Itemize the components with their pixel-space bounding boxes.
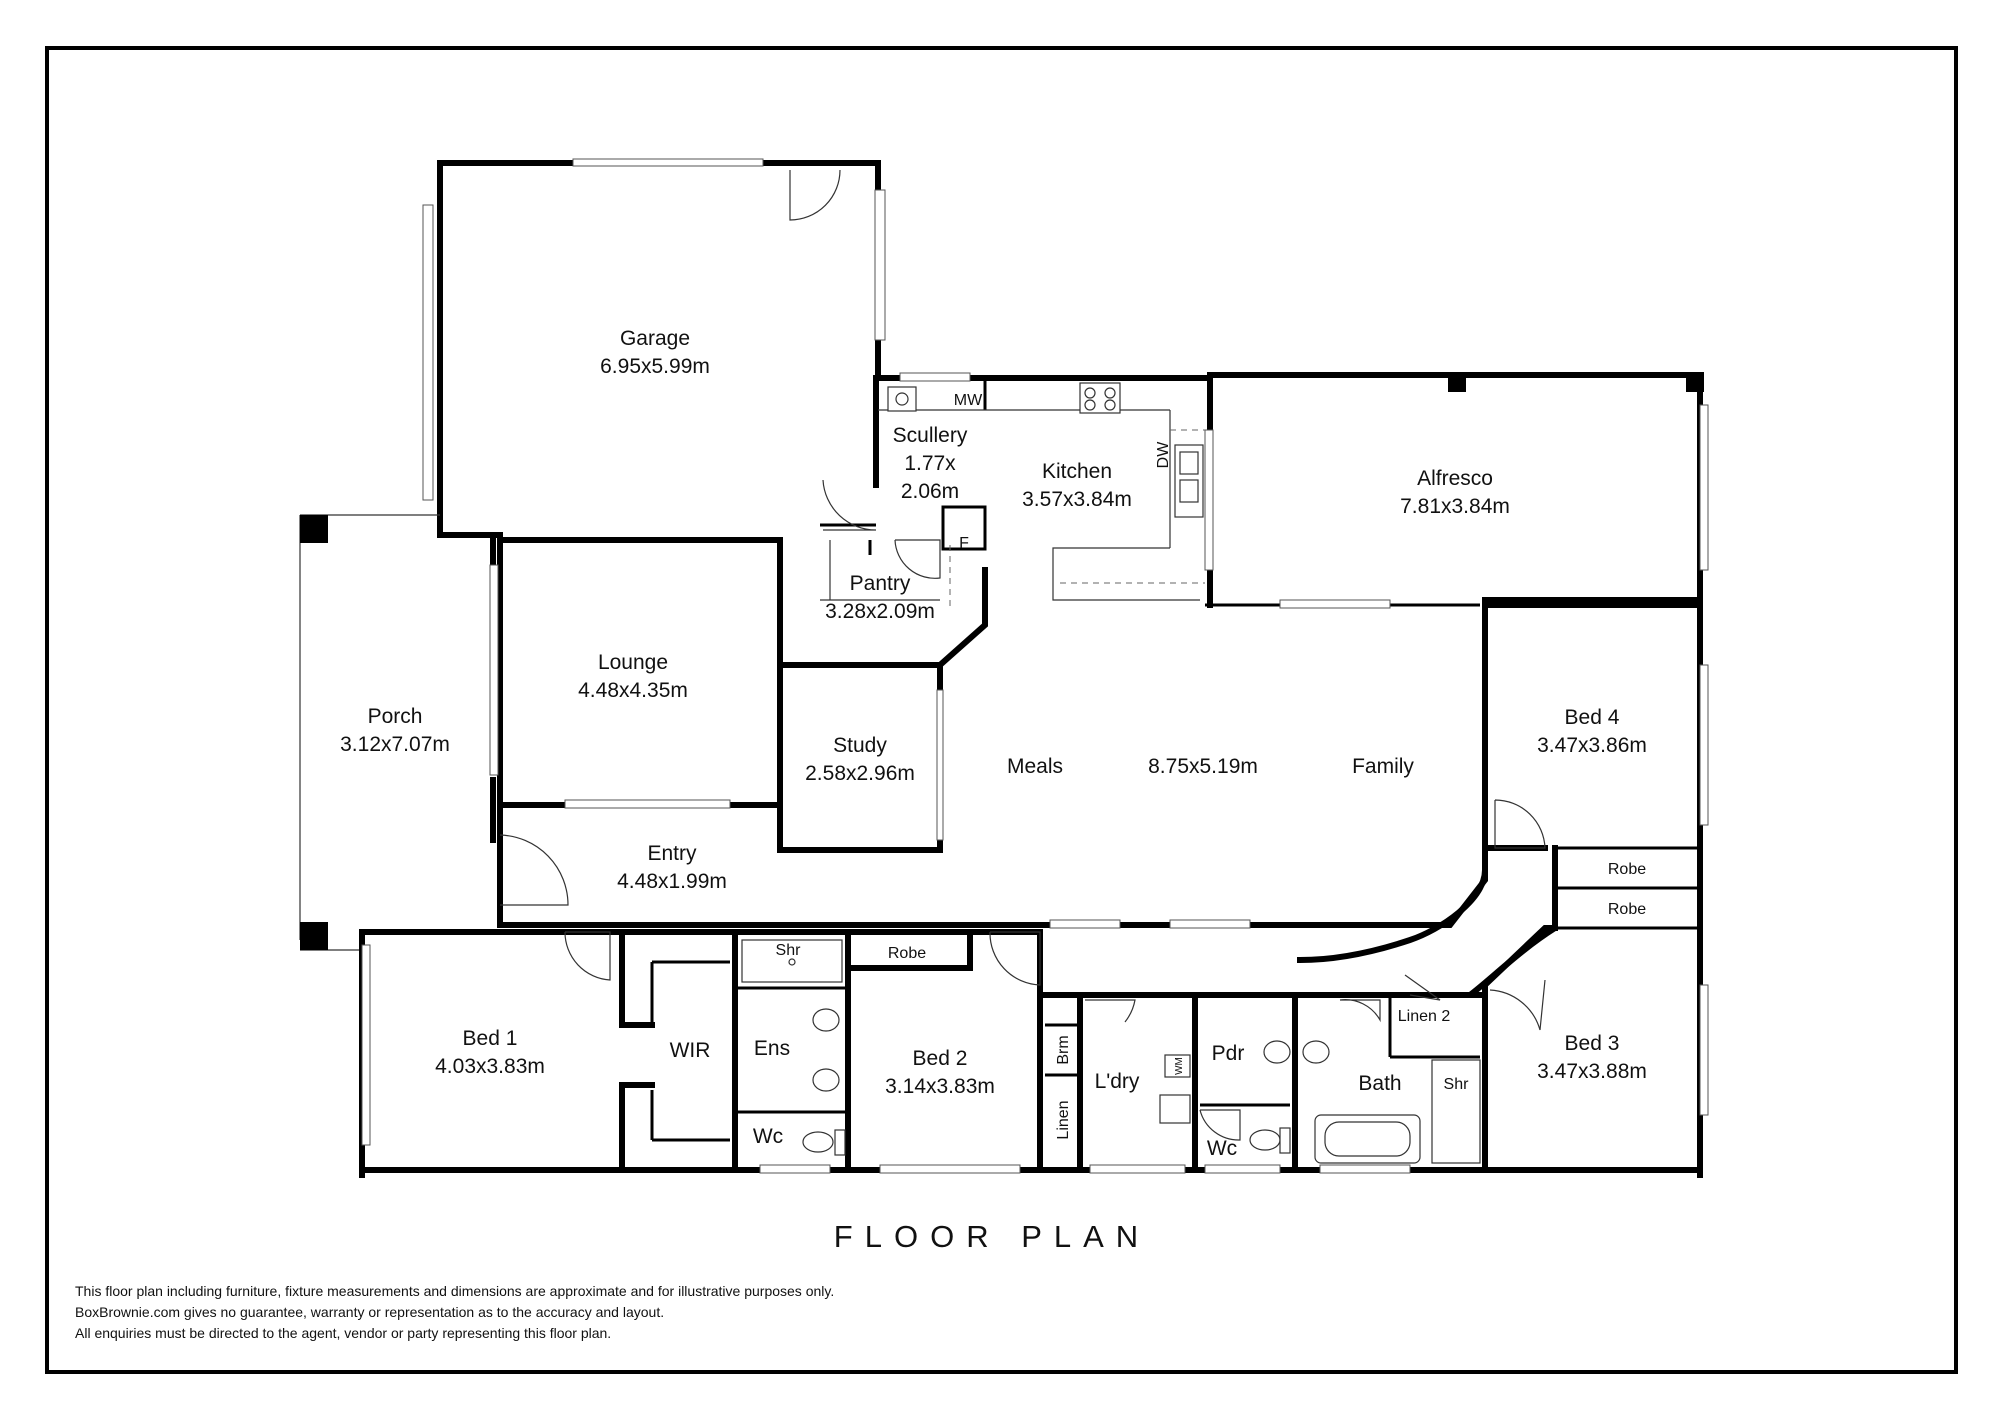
broom-label: Brm: [1055, 1035, 1072, 1064]
alfresco-name: Alfresco: [1417, 467, 1493, 490]
lounge-dims: 4.48x4.35m: [578, 679, 688, 702]
bath-label: Bath: [1358, 1072, 1401, 1095]
bed4-name: Bed 4: [1565, 706, 1620, 729]
robe-bottom-label: Robe: [1608, 901, 1646, 918]
disclaimer-line-3: All enquiries must be directed to the ag…: [75, 1325, 612, 1341]
linen2-label: Linen 2: [1398, 1008, 1451, 1025]
kitchen-fixtures: [820, 382, 1205, 608]
lounge-name: Lounge: [598, 651, 668, 674]
garage-name: Garage: [620, 327, 690, 350]
wir-label: WIR: [670, 1039, 711, 1062]
room-labels: Garage 6.95x5.99m Scullery 1.77x 2.06m K…: [340, 327, 1647, 1160]
disclaimer: This floor plan including furniture, fix…: [75, 1281, 834, 1344]
microwave-label: MW: [954, 392, 983, 409]
porch-name: Porch: [368, 705, 423, 728]
family-name: Family: [1352, 755, 1414, 778]
living-dims: 8.75x5.19m: [1148, 755, 1258, 778]
windows: [361, 158, 1709, 1174]
fridge-label: F: [959, 535, 969, 552]
bed1-name: Bed 1: [463, 1027, 518, 1050]
posts: [300, 372, 1704, 950]
porch-dims: 3.12x7.07m: [340, 733, 450, 756]
wc2-label: Wc: [1207, 1137, 1237, 1160]
fixture-labels: MW DW F WM: [954, 392, 1185, 1075]
entry-dims: 4.48x1.99m: [617, 870, 727, 893]
bed2-name: Bed 2: [913, 1047, 968, 1070]
robe-top-label: Robe: [1608, 861, 1646, 878]
bed3-dims: 3.47x3.88m: [1537, 1060, 1647, 1083]
alfresco-dims: 7.81x3.84m: [1400, 495, 1510, 518]
washing-machine-label: WM: [1174, 1057, 1185, 1075]
plan-title: FLOOR PLAN: [834, 1219, 1150, 1254]
entry-name: Entry: [647, 842, 697, 865]
scullery-name: Scullery: [893, 424, 968, 447]
pantry-name: Pantry: [850, 572, 911, 595]
bed2-dims: 3.14x3.83m: [885, 1075, 995, 1098]
scullery-dims-2: 2.06m: [901, 480, 959, 503]
garage-dims: 6.95x5.99m: [600, 355, 710, 378]
disclaimer-line-2: BoxBrownie.com gives no guarantee, warra…: [75, 1304, 665, 1320]
bed4-dims: 3.47x3.86m: [1537, 734, 1647, 757]
powder-label: Pdr: [1212, 1042, 1245, 1065]
kitchen-dims: 3.57x3.84m: [1022, 488, 1132, 511]
bed2-robe-label: Robe: [888, 945, 926, 962]
scullery-dims-1: 1.77x: [904, 452, 956, 475]
wet-area-fixtures: [741, 939, 1481, 1164]
doors: [499, 169, 1546, 1141]
walls: [299, 160, 1703, 1178]
kitchen-name: Kitchen: [1042, 460, 1112, 483]
bed1-dims: 4.03x3.83m: [435, 1055, 545, 1078]
page-frame: [45, 46, 1958, 1374]
study-dims: 2.58x2.96m: [805, 762, 915, 785]
dishwasher-label: DW: [1155, 441, 1172, 469]
meals-name: Meals: [1007, 755, 1063, 778]
disclaimer-line-1: This floor plan including furniture, fix…: [75, 1283, 835, 1299]
pantry-dims: 3.28x2.09m: [825, 600, 935, 623]
ens-wc-label: Wc: [753, 1125, 783, 1148]
linen-label: Linen: [1055, 1100, 1072, 1139]
bath-shower-label: Shr: [1444, 1076, 1470, 1093]
laundry-label: L'dry: [1095, 1070, 1140, 1093]
ens-shower-label: Shr: [776, 942, 802, 959]
bed3-name: Bed 3: [1565, 1032, 1620, 1055]
study-name: Study: [833, 734, 887, 757]
ens-label: Ens: [754, 1037, 790, 1060]
